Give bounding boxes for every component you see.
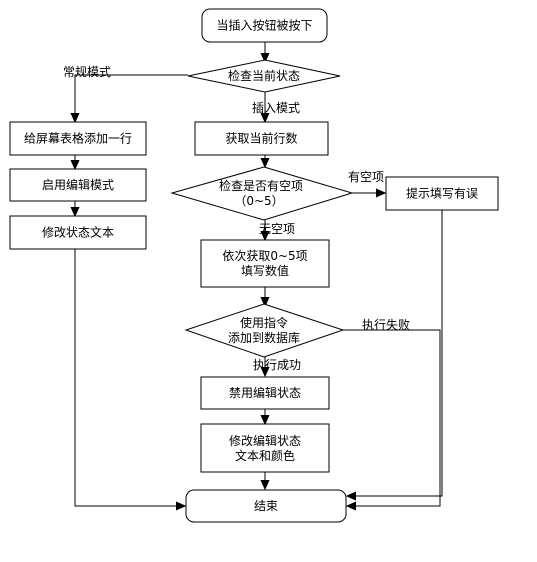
node-check-empty-shape xyxy=(170,166,354,221)
node-add-row-shape xyxy=(9,121,147,156)
node-enable-edit-label: 启用编辑模式 xyxy=(42,177,114,192)
edge-label-normal-mode: 常规模式 xyxy=(63,64,111,79)
edge-check-to-add-row xyxy=(75,74,188,122)
node-modify-edit-style-shape xyxy=(200,423,330,473)
node-get-row-count: 获取当前行数 xyxy=(194,121,329,156)
node-prompt-error: 提示填写有误 xyxy=(385,176,499,211)
node-modify-edit-style: 修改编辑状态 文本和颜色 xyxy=(200,423,330,473)
edge-label-exec-fail: 执行失败 xyxy=(362,317,410,332)
edge-db-to-end xyxy=(343,329,441,506)
node-start-shape xyxy=(201,8,328,43)
node-get-row-count-shape xyxy=(194,121,329,156)
edge-label-insert-mode: 插入模式 xyxy=(252,101,300,115)
node-fill-values: 依次获取0~5项 填写数值 xyxy=(200,239,330,288)
node-start: 当插入按钮被按下 xyxy=(201,8,328,43)
node-disable-edit-label: 禁用编辑状态 xyxy=(229,385,301,400)
node-end-label: 结束 xyxy=(254,499,278,513)
node-check-empty-label-2: （0~5） xyxy=(234,194,283,208)
node-prompt-error-shape xyxy=(385,176,499,211)
node-disable-edit: 禁用编辑状态 xyxy=(200,376,330,410)
node-add-to-db-label-1: 使用指令 xyxy=(240,315,288,330)
edge-label-exec-success: 执行成功 xyxy=(253,358,301,372)
node-end-shape xyxy=(185,489,347,523)
node-enable-edit-shape xyxy=(9,168,147,202)
node-modify-edit-style-label-2: 文本和颜色 xyxy=(235,448,295,463)
node-fill-values-label-2: 填写数值 xyxy=(241,263,289,278)
node-get-row-count-label: 获取当前行数 xyxy=(225,131,297,146)
node-add-to-db: 使用指令 添加到数据库 xyxy=(184,303,345,358)
node-fill-values-shape xyxy=(200,239,330,288)
node-add-to-db-shape xyxy=(184,303,345,358)
node-modify-edit-style-label-1: 修改编辑状态 xyxy=(229,433,301,448)
node-modify-state-text-shape xyxy=(9,215,147,250)
node-modify-state-text: 修改状态文本 xyxy=(9,215,147,250)
node-check-state: 检查当前状态 xyxy=(187,59,341,93)
node-fill-values-label-1: 依次获取0~5项 xyxy=(222,248,307,263)
edge-modify-to-end xyxy=(74,249,185,506)
edge-labels: 常规模式 插入模式 有空项 无空项 执行失败 执行成功 xyxy=(63,64,410,372)
node-start-label: 当插入按钮被按下 xyxy=(216,18,312,33)
node-enable-edit: 启用编辑模式 xyxy=(9,168,147,202)
node-add-row: 给屏幕表格添加一行 xyxy=(9,121,147,156)
node-disable-edit-shape xyxy=(200,376,330,410)
edge-label-no-empty: 无空项 xyxy=(259,222,295,236)
node-check-empty: 检查是否有空项 （0~5） xyxy=(170,166,354,221)
edge-prompt-to-end xyxy=(347,210,443,496)
node-prompt-error-label: 提示填写有误 xyxy=(406,186,478,201)
node-add-to-db-label-2: 添加到数据库 xyxy=(228,330,300,345)
node-check-state-label: 检查当前状态 xyxy=(228,68,300,83)
node-add-row-label: 给屏幕表格添加一行 xyxy=(24,131,132,146)
node-modify-state-text-label: 修改状态文本 xyxy=(42,225,114,240)
node-check-empty-label-1: 检查是否有空项 xyxy=(219,178,303,193)
edges xyxy=(74,42,443,506)
edge-label-has-empty: 有空项 xyxy=(348,170,384,184)
node-check-state-shape xyxy=(187,59,341,93)
node-end: 结束 xyxy=(185,489,347,523)
